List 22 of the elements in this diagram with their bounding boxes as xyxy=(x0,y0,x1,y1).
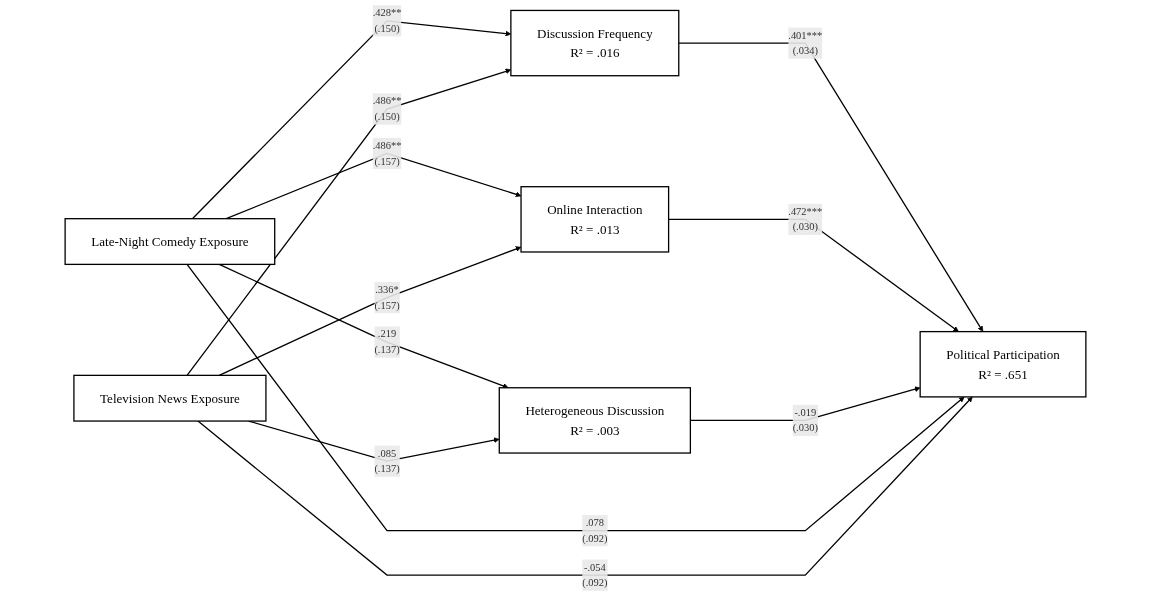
node-box: Television News Exposure xyxy=(73,374,267,422)
edge-label: .219 (.137) xyxy=(374,328,400,356)
edge-label: .401*** (.034) xyxy=(788,29,823,57)
arrow xyxy=(218,263,509,389)
arrow xyxy=(197,396,973,576)
edge-label: .078 (.092) xyxy=(582,517,608,544)
edge-label: .085 (.137) xyxy=(374,447,400,475)
node-box: Discussion Frequency R² = .016 xyxy=(510,9,680,77)
edge-label: .486** (.150) xyxy=(372,95,402,123)
node-box: Late-Night Comedy Exposure xyxy=(64,218,276,266)
arrow xyxy=(678,42,984,332)
arrow xyxy=(186,263,965,532)
arrow xyxy=(218,246,522,376)
edge-label: .486** (.157) xyxy=(372,139,402,167)
edge-label: -.054 (.092) xyxy=(582,561,608,589)
edge-label: -.019 (.030) xyxy=(792,406,818,434)
edge-label: .472*** (.030) xyxy=(788,205,823,233)
node-box: Heterogeneous Discussion R² = .003 xyxy=(498,387,692,454)
node-box: Political Participation R² = .651 xyxy=(919,330,1087,398)
node-box: Online Interaction R² = .013 xyxy=(520,186,670,253)
edge-label: .336* (.157) xyxy=(374,283,400,311)
edge-label: .428** (.150) xyxy=(372,7,402,34)
